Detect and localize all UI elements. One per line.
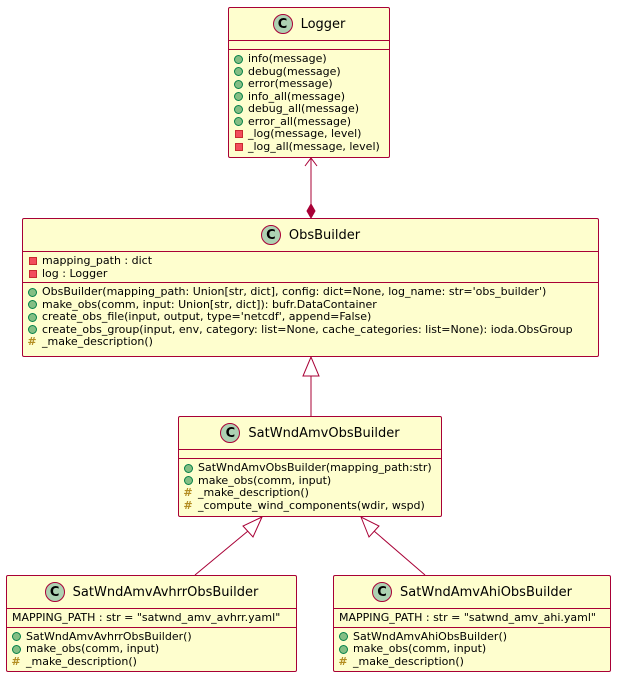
methods-section: SatWndAmvAvhrrObsBuilder() make_obs(comm… xyxy=(7,628,296,671)
private-icon xyxy=(29,269,37,278)
inheritance-satwnd-obsbuilder xyxy=(302,355,320,416)
protected-icon: # xyxy=(183,486,193,500)
method-row: SatWndAmvAvhrrObsBuilder() xyxy=(11,630,292,644)
methods-section: SatWndAmvAhiObsBuilder() make_obs(comm, … xyxy=(334,628,610,671)
method-row: make_obs(comm, input) xyxy=(11,642,292,656)
method-row: SatWndAmvAhiObsBuilder() xyxy=(338,630,606,644)
inheritance-ahi-satwnd xyxy=(360,515,426,576)
class-badge-icon: C xyxy=(220,423,241,443)
attribute-row: MAPPING_PATH : str = "satwnd_amv_avhrr.y… xyxy=(12,611,281,624)
public-icon xyxy=(184,463,193,473)
public-icon xyxy=(12,632,21,642)
inheritance-avhrr-satwnd xyxy=(194,515,264,576)
method-row: #_make_description() xyxy=(11,654,137,668)
class-header: C SatWndAmvAhiObsBuilder xyxy=(334,576,610,609)
method-row: make_obs(comm, input) xyxy=(183,474,437,488)
attribute-row: mapping_path : dict xyxy=(27,254,594,268)
class-logger[interactable]: C Logger info(message) debug(message) er… xyxy=(228,7,390,158)
method-row: ObsBuilder(mapping_path: Union[str, dict… xyxy=(27,285,594,299)
protected-icon: # xyxy=(11,654,21,668)
class-satwndamvobsbuilder[interactable]: C SatWndAmvObsBuilder SatWndAmvObsBuilde… xyxy=(178,416,442,517)
method-row: #_compute_wind_components(wdir, wspd) xyxy=(183,498,425,512)
protected-icon: # xyxy=(183,498,193,512)
class-badge-icon: C xyxy=(372,582,393,602)
public-icon xyxy=(28,325,37,335)
attributes-section xyxy=(229,41,389,50)
class-obsbuilder[interactable]: C ObsBuilder mapping_path : dict log : L… xyxy=(22,218,599,357)
class-name: Logger xyxy=(300,16,346,32)
method-row: #_make_description() xyxy=(27,335,153,349)
method-row: make_obs(comm, input: Union[str, dict]):… xyxy=(27,298,594,312)
public-icon xyxy=(234,54,243,64)
methods-section: info(message) debug(message) error(messa… xyxy=(229,50,389,155)
method-row: _log(message, level) xyxy=(233,127,385,141)
method-row: info_all(message) xyxy=(233,90,385,104)
protected-icon: # xyxy=(27,335,37,349)
private-icon xyxy=(235,130,243,139)
public-icon xyxy=(28,300,37,310)
class-header: C SatWndAmvObsBuilder xyxy=(179,417,441,450)
private-icon xyxy=(235,142,243,151)
method-row: make_obs(comm, input) xyxy=(338,642,606,656)
method-row: #_make_description() xyxy=(338,654,464,668)
method-row: _log_all(message, level) xyxy=(233,140,385,154)
class-badge-icon: C xyxy=(44,582,65,602)
method-row: error(message) xyxy=(233,77,385,91)
public-icon xyxy=(28,312,37,322)
method-row: #_make_description() xyxy=(183,486,309,500)
public-icon xyxy=(339,644,348,654)
class-satwndamvavhrrobsbuilder[interactable]: C SatWndAmvAvhrrObsBuilder MAPPING_PATH … xyxy=(6,575,297,672)
methods-section: SatWndAmvObsBuilder(mapping_path:str) ma… xyxy=(179,459,441,514)
public-icon xyxy=(184,476,193,486)
public-icon xyxy=(339,632,348,642)
class-name: SatWndAmvAhiObsBuilder xyxy=(400,584,572,600)
class-name: ObsBuilder xyxy=(288,227,361,243)
protected-icon: # xyxy=(338,654,348,668)
method-row: debug_all(message) xyxy=(233,102,385,116)
public-icon xyxy=(234,92,243,102)
method-row: create_obs_file(input, output, type='net… xyxy=(27,310,594,324)
class-badge-icon: C xyxy=(260,225,281,245)
class-name: SatWndAmvObsBuilder xyxy=(248,425,400,441)
public-icon xyxy=(234,67,243,77)
class-header: C ObsBuilder xyxy=(23,219,598,252)
method-row: create_obs_group(input, env, category: l… xyxy=(27,323,594,337)
public-icon xyxy=(234,79,243,89)
class-satwndamvahiobsbuilder[interactable]: C SatWndAmvAhiObsBuilder MAPPING_PATH : … xyxy=(333,575,611,672)
public-icon xyxy=(234,117,243,127)
class-header: C SatWndAmvAvhrrObsBuilder xyxy=(7,576,296,609)
attributes-section: MAPPING_PATH : str = "satwnd_amv_ahi.yam… xyxy=(334,609,610,628)
attributes-section: mapping_path : dict log : Logger xyxy=(23,252,598,283)
attribute-row: log : Logger xyxy=(27,267,594,281)
method-row: debug(message) xyxy=(233,65,385,79)
method-row: error_all(message) xyxy=(233,115,385,129)
class-badge-icon: C xyxy=(272,14,293,34)
method-row: SatWndAmvObsBuilder(mapping_path:str) xyxy=(183,461,437,475)
public-icon xyxy=(28,287,37,297)
composition-logger-obsbuilder xyxy=(304,157,318,220)
public-icon xyxy=(234,104,243,114)
method-row: info(message) xyxy=(233,52,385,66)
attributes-section xyxy=(179,450,441,459)
attributes-section: MAPPING_PATH : str = "satwnd_amv_avhrr.y… xyxy=(7,609,296,628)
class-header: C Logger xyxy=(229,8,389,41)
class-name: SatWndAmvAvhrrObsBuilder xyxy=(72,584,259,600)
attribute-row: MAPPING_PATH : str = "satwnd_amv_ahi.yam… xyxy=(339,611,596,624)
methods-section: ObsBuilder(mapping_path: Union[str, dict… xyxy=(23,283,598,351)
public-icon xyxy=(12,644,21,654)
private-icon xyxy=(29,257,37,266)
